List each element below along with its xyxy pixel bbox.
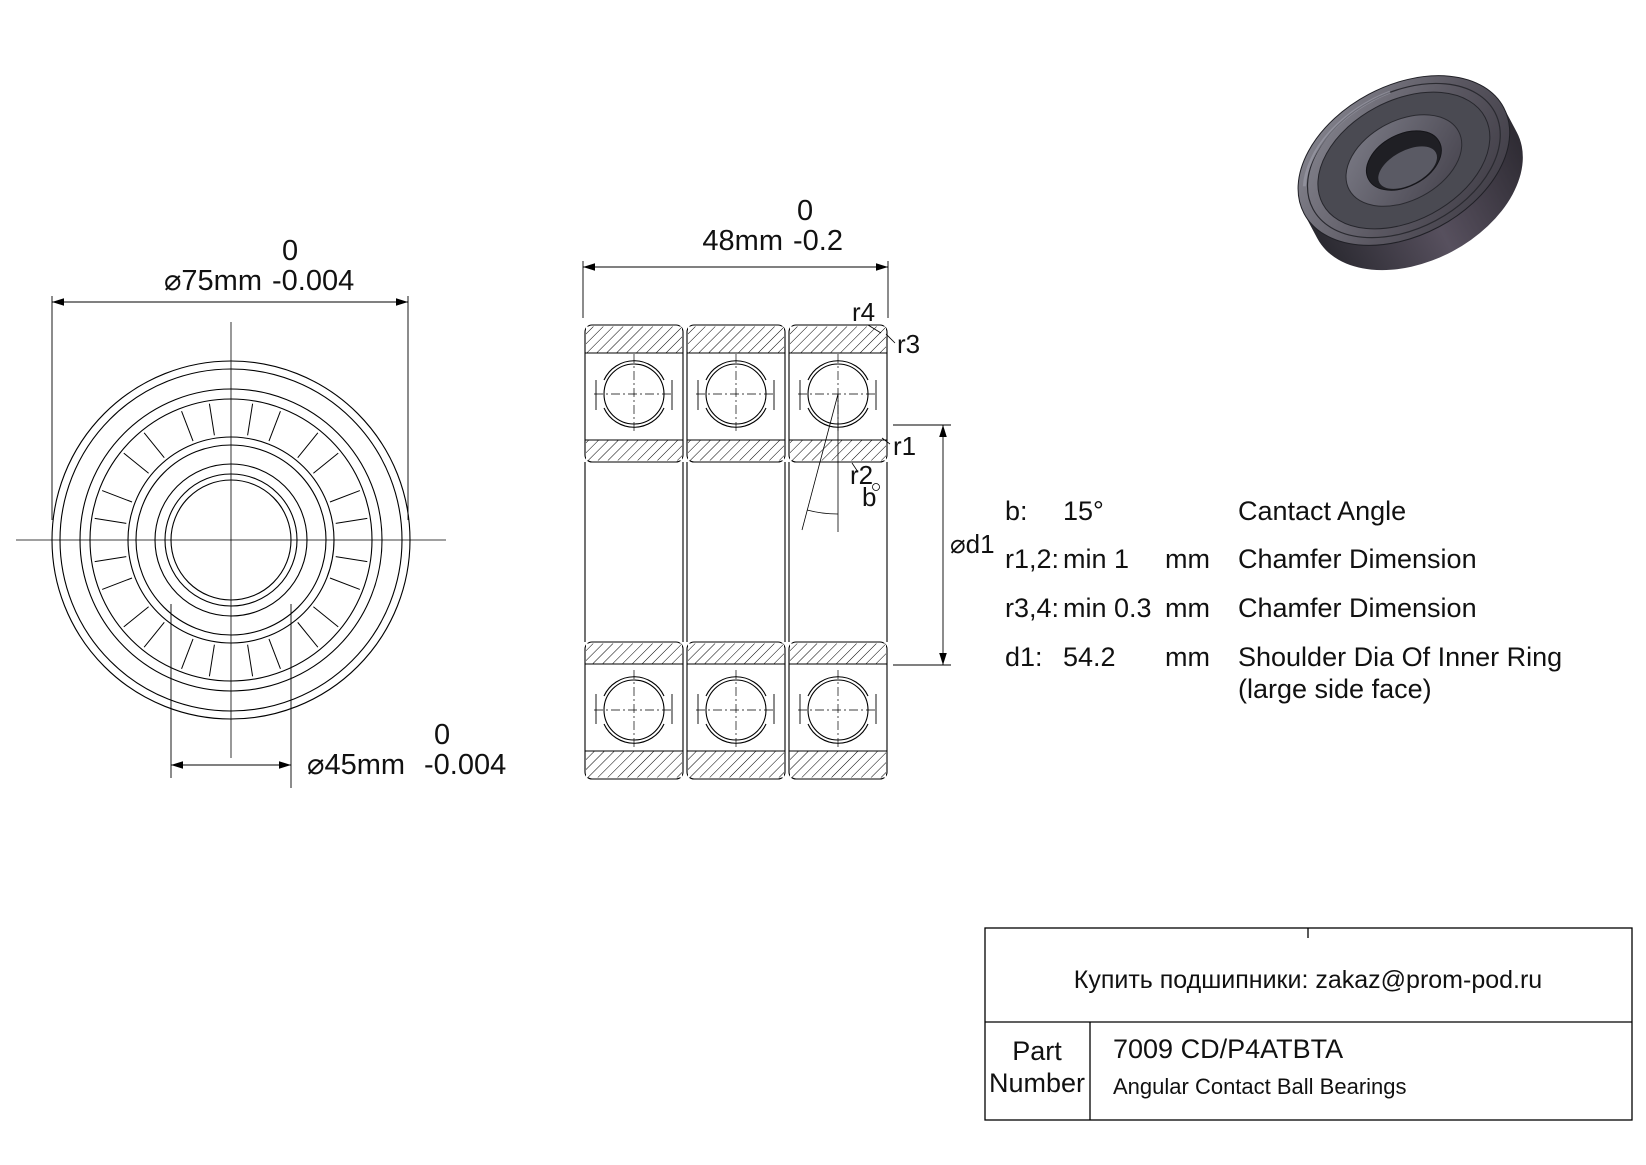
r1-leader-line bbox=[881, 437, 891, 445]
arrowhead-left bbox=[583, 263, 595, 271]
bore-inner-wall bbox=[1378, 146, 1437, 189]
contact-angle-arc bbox=[806, 509, 839, 515]
spec-row-r34: r3,4: min 0.3 mm Chamfer Dimension bbox=[1005, 593, 1477, 623]
spec-unit: mm bbox=[1165, 593, 1210, 623]
spec-desc: Chamfer Dimension bbox=[1238, 544, 1477, 574]
spec-key: r1,2: bbox=[1005, 544, 1059, 574]
r2-label: r2 bbox=[850, 460, 873, 490]
d1-label: ⌀d1 bbox=[950, 529, 995, 559]
contact-angle-line bbox=[801, 393, 839, 531]
bearing-type: Angular Contact Ball Bearings bbox=[1113, 1074, 1407, 1099]
spec-key: b: bbox=[1005, 496, 1028, 526]
spec-table: b: 15° Cantact Angle r1,2: min 1 mm Cham… bbox=[1005, 496, 1562, 704]
contact-line: Купить подшипники: zakaz@prom-pod.ru bbox=[1074, 966, 1542, 994]
spec-row-d1: d1: 54.2 mm Shoulder Dia Of Inner Ring (… bbox=[1005, 642, 1562, 704]
part-label-line2: Number bbox=[989, 1068, 1085, 1098]
spec-unit: mm bbox=[1165, 642, 1210, 672]
inner-ring-od-circle bbox=[135, 444, 327, 636]
cage-inner-circle bbox=[127, 436, 335, 644]
inner-ring-shoulder-circle bbox=[154, 463, 308, 617]
outer-diameter-upper-tolerance: 0 bbox=[282, 235, 298, 267]
spec-key: d1: bbox=[1005, 642, 1043, 672]
outer-diameter-value: ⌀75mm bbox=[164, 265, 262, 297]
width-value: 48mm bbox=[702, 225, 783, 257]
annotations: b r1 r2 r3 r4 bbox=[801, 297, 920, 532]
bearing-unit-2 bbox=[686, 324, 786, 780]
spec-row-b: b: 15° Cantact Angle bbox=[1005, 496, 1406, 526]
bearing-unit-3 bbox=[788, 324, 888, 780]
spec-key: r3,4: bbox=[1005, 593, 1059, 623]
bore-diameter-dimension: ⌀45mm -0.004 0 bbox=[170, 604, 506, 788]
r4-leader-line bbox=[867, 324, 882, 334]
spec-desc: Cantact Angle bbox=[1238, 496, 1406, 526]
r2-leader-line bbox=[851, 462, 859, 473]
arrowhead-left bbox=[171, 761, 183, 769]
width-upper-tolerance: 0 bbox=[797, 195, 813, 227]
arrowhead-right bbox=[876, 263, 888, 271]
bore-diameter-upper-tolerance: 0 bbox=[434, 719, 450, 751]
r4-label: r4 bbox=[852, 297, 875, 327]
spec-value: min 0.3 bbox=[1063, 593, 1152, 623]
outer-diameter-lower-tolerance: -0.004 bbox=[272, 265, 354, 297]
arrowhead-left bbox=[52, 298, 64, 306]
specular-highlight bbox=[1302, 90, 1391, 187]
spec-value: 15° bbox=[1063, 496, 1104, 526]
bore-diameter-lower-tolerance: -0.004 bbox=[424, 749, 506, 781]
part-number: 7009 CD/P4ATBTA bbox=[1113, 1034, 1343, 1064]
bore-diameter-value: ⌀45mm bbox=[307, 749, 405, 781]
spec-desc: Chamfer Dimension bbox=[1238, 593, 1477, 623]
bore-chamfer-circle bbox=[164, 473, 298, 607]
front-view bbox=[16, 322, 446, 758]
arrowhead-right bbox=[396, 298, 408, 306]
section-view bbox=[584, 324, 888, 780]
spec-value: min 1 bbox=[1063, 544, 1129, 574]
spec-desc: Shoulder Dia Of Inner Ring bbox=[1238, 642, 1562, 672]
outer-ring-od-circle bbox=[51, 360, 411, 720]
spec-value: 54.2 bbox=[1063, 642, 1116, 672]
bore-circle bbox=[170, 479, 292, 601]
outer-diameter-dimension: ⌀75mm -0.004 0 bbox=[51, 235, 409, 520]
contact-angle-label: b bbox=[862, 482, 876, 512]
r3-leader-line bbox=[885, 333, 896, 344]
outer-ring-bore-circle bbox=[79, 388, 383, 692]
title-block: Купить подшипники: zakaz@prom-pod.ru Par… bbox=[984, 927, 1633, 1121]
spec-row-r12: r1,2: min 1 mm Chamfer Dimension bbox=[1005, 544, 1477, 574]
spec-desc-line2: (large side face) bbox=[1238, 674, 1432, 704]
r3-label: r3 bbox=[897, 329, 920, 359]
bearing-3d-image bbox=[1297, 75, 1523, 271]
r1-label: r1 bbox=[893, 431, 916, 461]
cage-outer-circle bbox=[89, 398, 373, 682]
width-dimension: 48mm -0.2 0 bbox=[582, 195, 889, 318]
bearing-side-surface bbox=[1304, 107, 1523, 271]
d1-dimension: ⌀d1 bbox=[893, 424, 995, 666]
width-lower-tolerance: -0.2 bbox=[793, 225, 843, 257]
arrowhead-right bbox=[279, 761, 291, 769]
outer-ring-chamfer-circle bbox=[59, 368, 403, 712]
angle-reference-dot bbox=[872, 483, 880, 491]
arrowhead-down bbox=[939, 653, 947, 665]
part-label-line1: Part bbox=[1012, 1036, 1062, 1066]
spec-unit: mm bbox=[1165, 544, 1210, 574]
bearing-unit-1 bbox=[584, 324, 684, 780]
arrowhead-up bbox=[939, 425, 947, 437]
